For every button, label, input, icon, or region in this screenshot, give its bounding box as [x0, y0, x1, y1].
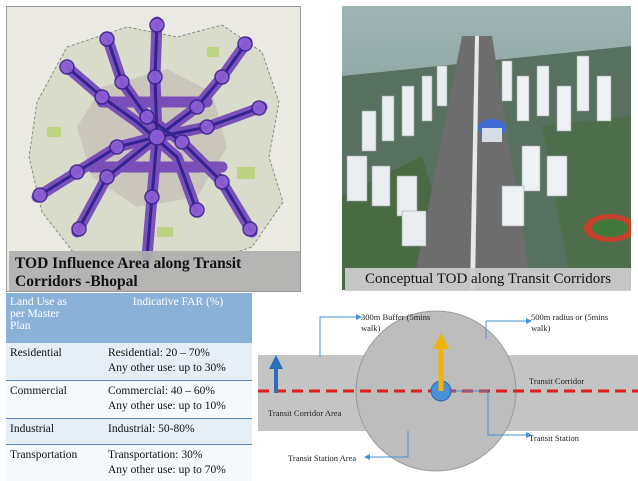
tod-influence-map: TOD Influence Area along Transit Corrido… — [6, 6, 301, 292]
tod-city-render-graphic — [342, 6, 631, 290]
land-use-cell: Residential — [6, 343, 104, 381]
far-cell: Industrial: 50-80% — [104, 419, 252, 445]
far-table: Land Use as per Master Plan Indicative F… — [6, 293, 252, 481]
far-line: Any other use: up to 70% — [108, 463, 248, 478]
far-line: Commercial: 40 – 60% — [108, 384, 248, 399]
header-land-use-line1: Land Use as — [10, 296, 100, 308]
transit-corridor-area-label: Transit Corridor Area — [268, 408, 341, 419]
far-table-header: Land Use as per Master Plan Indicative F… — [6, 293, 252, 343]
conceptual-tod-render — [342, 6, 631, 290]
far-cell: Transportation: 30% Any other use: up to… — [104, 445, 252, 481]
far-cell: Residential: 20 – 70% Any other use: up … — [104, 343, 252, 381]
table-row: Industrial Industrial: 50-80% — [6, 419, 252, 445]
radius-label-line2: walk) — [531, 323, 608, 334]
transit-corridor-label: Transit Corridor — [529, 376, 584, 387]
map-caption-line1: TOD Influence Area along Transit — [15, 255, 299, 273]
radius-label-line1: 500m radius or (5mins — [531, 312, 608, 323]
buffer-label: 300m Buffer (5mins walk) — [361, 312, 430, 334]
table-row: Commercial Commercial: 40 – 60% Any othe… — [6, 381, 252, 419]
table-row: Transportation Transportation: 30% Any o… — [6, 445, 252, 481]
render-caption: Conceptual TOD along Transit Corridors — [345, 268, 631, 291]
map-caption: TOD Influence Area along Transit Corrido… — [9, 251, 301, 292]
buffer-leader-line — [320, 317, 356, 357]
buffer-label-line1: 300m Buffer (5mins — [361, 312, 430, 323]
radius-label: 500m radius or (5mins walk) — [531, 312, 608, 334]
map-caption-line2: Corridors -Bhopal — [15, 273, 299, 291]
buffer-label-line2: walk) — [361, 323, 430, 334]
far-cell: Commercial: 40 – 60% Any other use: up t… — [104, 381, 252, 419]
far-line: Any other use: up to 10% — [108, 399, 248, 414]
table-row: Residential Residential: 20 – 70% Any ot… — [6, 343, 252, 381]
transit-station-label: Transit Station — [529, 433, 579, 444]
header-land-use-line3: Plan — [10, 320, 100, 332]
far-line: Residential: 20 – 70% — [108, 346, 248, 361]
transit-station-area-label: Transit Station Area — [288, 453, 356, 464]
bhopal-map-graphic — [7, 7, 300, 291]
land-use-cell: Commercial — [6, 381, 104, 419]
header-land-use: Land Use as per Master Plan — [6, 293, 104, 343]
tod-concept-diagram: 300m Buffer (5mins walk) 500m radius or … — [258, 305, 638, 475]
far-line: Transportation: 30% — [108, 448, 248, 463]
land-use-cell: Transportation — [6, 445, 104, 481]
header-indicative-far: Indicative FAR (%) — [104, 293, 252, 343]
header-land-use-line2: per Master — [10, 308, 100, 320]
far-line: Any other use: up to 30% — [108, 361, 248, 376]
land-use-cell: Industrial — [6, 419, 104, 445]
far-line: Industrial: 50-80% — [108, 422, 248, 437]
